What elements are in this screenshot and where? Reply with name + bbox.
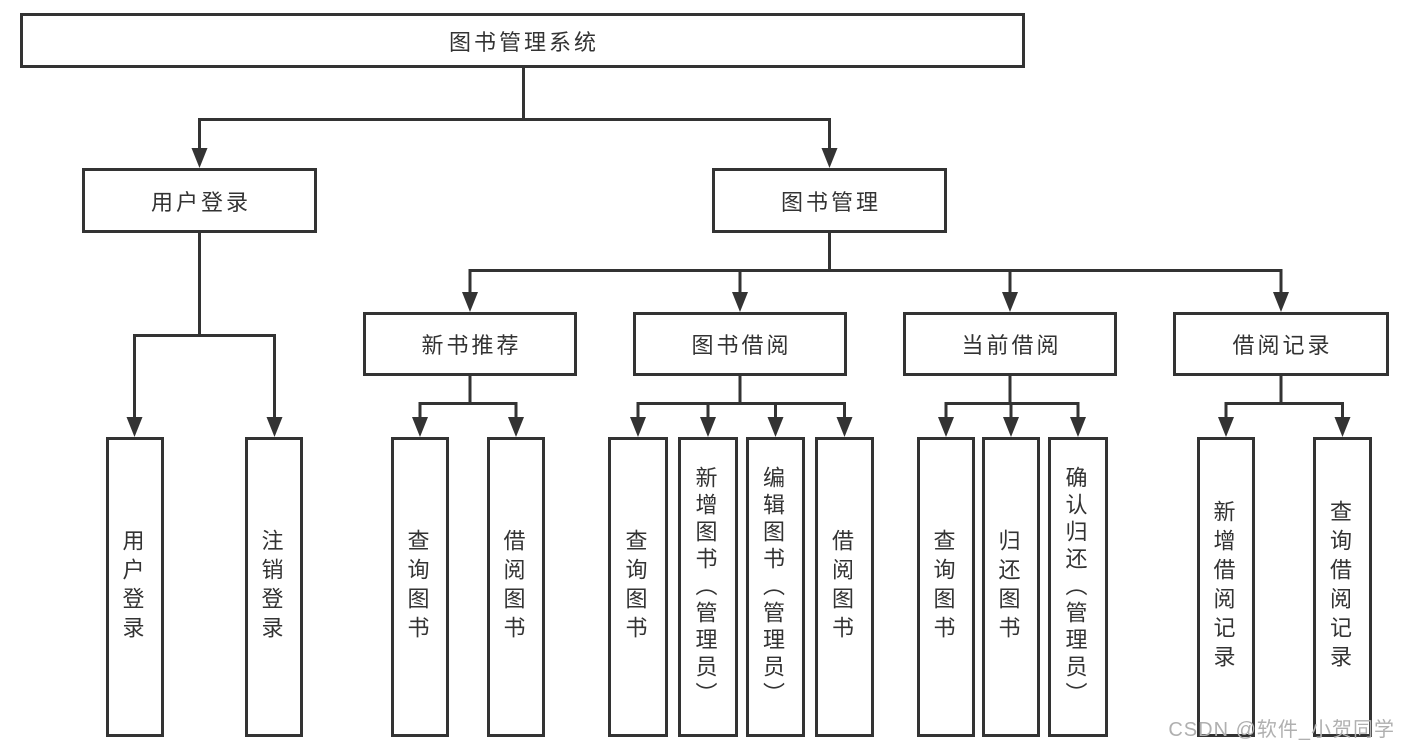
node-new-book-recommend-label: 新书推荐 [421, 333, 522, 358]
leaf-add-borrow-record: 新增借阅记录 [1197, 437, 1255, 737]
leaf-return-book-label: 归还图书 [995, 529, 1021, 645]
node-book-borrowing: 图书借阅 [633, 312, 847, 376]
node-book-management-label: 图书管理 [780, 189, 881, 215]
leaf-user-login: 用户登录 [106, 437, 164, 737]
connector-records-children [1218, 374, 1351, 437]
leaf-borrow-books-recommend: 借阅图书 [487, 437, 545, 737]
connector-current-borrow-children [938, 374, 1086, 437]
node-new-book-recommend: 新书推荐 [363, 312, 577, 376]
node-book-borrowing-label: 图书借阅 [691, 333, 792, 358]
node-root: 图书管理系统 [20, 13, 1025, 68]
node-root-label: 图书管理系统 [448, 29, 599, 55]
leaf-add-book-admin: 新增图书（管理员） [678, 437, 738, 737]
leaf-add-borrow-record-label: 新增借阅记录 [1210, 500, 1236, 674]
leaf-logout-label: 注销登录 [258, 529, 284, 645]
leaf-query-books-recommend-label: 查询图书 [404, 529, 430, 645]
node-borrow-records: 借阅记录 [1173, 312, 1389, 376]
leaf-query-books-recommend: 查询图书 [391, 437, 449, 737]
connector-level2 [191, 118, 838, 168]
leaf-query-borrow-record-label: 查询借阅记录 [1327, 500, 1352, 674]
leaf-borrow-books: 借阅图书 [815, 437, 874, 737]
leaf-edit-book-admin-label: 编辑图书（管理员） [760, 465, 785, 709]
leaf-confirm-return-admin: 确认归还（管理员） [1048, 437, 1108, 737]
leaf-return-book: 归还图书 [982, 437, 1040, 737]
connector-book-management-children [462, 231, 1289, 312]
node-current-borrow: 当前借阅 [903, 312, 1117, 376]
leaf-user-login-label: 用户登录 [119, 529, 145, 645]
node-book-management: 图书管理 [712, 168, 947, 233]
leaf-query-books-current: 查询图书 [917, 437, 975, 737]
leaf-add-book-admin-label: 新增图书（管理员） [692, 465, 718, 709]
connector-user-login-children [126, 231, 283, 437]
node-borrow-records-label: 借阅记录 [1232, 333, 1333, 358]
connector-borrowing-children [630, 374, 853, 437]
leaf-edit-book-admin: 编辑图书（管理员） [746, 437, 805, 737]
node-user-login-label: 用户登录 [150, 189, 251, 215]
leaf-query-borrow-record: 查询借阅记录 [1313, 437, 1372, 737]
leaf-query-books-current-label: 查询图书 [930, 529, 956, 645]
leaf-logout: 注销登录 [245, 437, 303, 737]
leaf-borrow-books-label: 借阅图书 [829, 529, 854, 645]
leaf-query-books-borrowing-label: 查询图书 [622, 529, 648, 645]
node-user-login: 用户登录 [82, 168, 317, 233]
leaf-borrow-books-recommend-label: 借阅图书 [500, 529, 526, 645]
watermark: CSDN @软件_小贺同学 [1168, 719, 1395, 741]
connector-recommend-children [412, 374, 524, 437]
leaf-confirm-return-admin-label: 确认归还（管理员） [1062, 465, 1088, 709]
node-current-borrow-label: 当前借阅 [961, 333, 1062, 358]
leaf-query-books-borrowing: 查询图书 [608, 437, 668, 737]
